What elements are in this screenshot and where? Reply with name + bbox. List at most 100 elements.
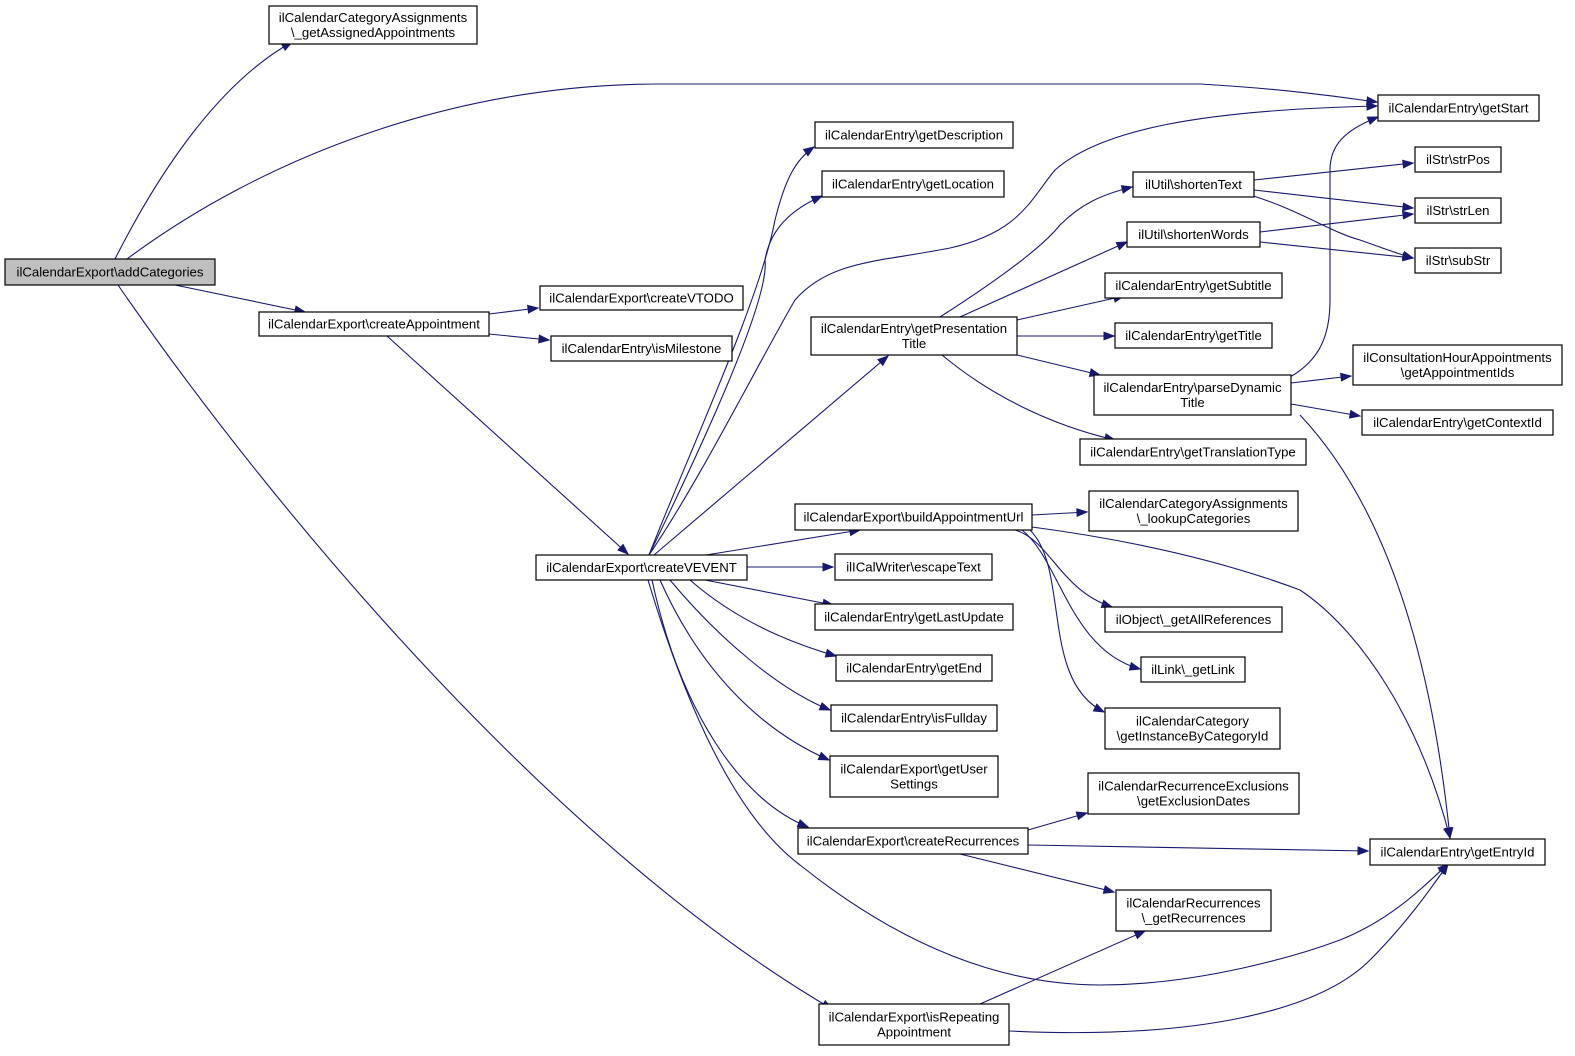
node-label: ilCalendarExport\buildAppointmentUrl [804,510,1024,525]
node-label: ilCalendarEntry\isFullday [841,711,987,726]
arrowhead [1128,661,1142,671]
edge-line [979,930,1146,1005]
node-label: ilCalendarCategory [1136,714,1249,729]
arrowhead [617,543,630,555]
node-getRecurrences[interactable]: ilCalendarRecurrences\_getRecurrences [1115,889,1272,932]
edge-line [648,146,815,556]
node-getContextId[interactable]: ilCalendarEntry\getContextId [1361,409,1554,436]
node-box [797,827,1029,855]
edge-line [1029,529,1105,713]
edge-line [1027,844,1369,852]
node-subStr[interactable]: ilStr\subStr [1414,247,1502,274]
node-getAppointmentIds[interactable]: ilConsultationHourAppointments\getAppoin… [1352,344,1563,386]
edge-line [659,579,830,761]
node-lookupCategories[interactable]: ilCalendarCategoryAssignments\_lookupCat… [1088,490,1299,532]
node-strLen[interactable]: ilStr\strLen [1414,197,1502,224]
node-addCategories[interactable]: ilCalendarExport\addCategories [4,258,216,286]
node-label: Appointment [877,1025,951,1040]
edge-line [705,529,861,556]
arrowhead [1357,846,1370,856]
node-box [1104,707,1281,750]
arrowhead [1076,508,1089,518]
edge-line [653,355,889,556]
node-getAllReferences[interactable]: ilObject\_getAllReferences [1104,606,1283,633]
node-box [818,1003,1010,1046]
node-isMilestone[interactable]: ilCalendarEntry\isMilestone [550,335,733,362]
node-getExclusionDates[interactable]: ilCalendarRecurrenceExclusions\getExclus… [1087,772,1300,815]
arrowhead [1366,116,1380,126]
node-createVEVENT[interactable]: ilCalendarExport\createVEVENT [535,554,748,581]
node-shortenText[interactable]: ilUtil\shortenText [1132,171,1255,198]
arrowhead [810,195,824,205]
edge-line [1249,194,1414,259]
arrowhead [1120,185,1134,194]
edge-line [669,579,831,711]
edge-line [648,105,1378,556]
arrowhead [877,355,890,367]
node-createRecurrences[interactable]: ilCalendarExport\createRecurrences [797,827,1029,855]
arrowhead [538,334,551,344]
node-label: ilCalendarExport\createVEVENT [546,560,737,575]
node-label: ilCalendarEntry\getEnd [846,661,982,676]
node-buildAppointmentUrl[interactable]: ilCalendarExport\buildAppointmentUrl [794,503,1033,531]
edge-shortenWords-to-strLen [1259,210,1415,233]
node-getStart[interactable]: ilCalendarEntry\getStart [1377,94,1540,122]
node-getEnd[interactable]: ilCalendarEntry\getEnd [835,654,993,682]
edge-addCategories-to-isRepeatingAppointment [117,284,834,1010]
node-box [835,654,993,682]
node-box [1414,146,1502,173]
node-getLink[interactable]: ilLink\_getLink [1140,656,1246,683]
edge-parseDynamicTitle-to-getContextId [1290,403,1362,419]
edge-createVEVENT-to-isFullday [669,579,832,711]
node-box [550,335,733,362]
node-label: Settings [890,777,938,792]
edge-line [1031,526,1451,839]
node-box [821,170,1005,198]
arrowhead [1340,372,1353,382]
edge-createVEVENT-to-getStart [648,101,1379,556]
node-box [1361,409,1554,436]
node-label: ilCalendarExport\createVTODO [549,291,733,306]
arrowhead [1402,210,1415,220]
node-box [1087,772,1300,815]
node-getInstanceByCategoryId[interactable]: ilCalendarCategory\getInstanceByCategory… [1104,707,1281,750]
edge-line [651,579,809,828]
node-getLocation[interactable]: ilCalendarEntry\getLocation [821,170,1005,198]
node-label: ilCalendarEntry\getTranslationType [1090,445,1296,460]
node-getSubtitle[interactable]: ilCalendarEntry\getSubtitle [1104,272,1283,299]
arrowhead [1133,930,1147,940]
edge-createVEVENT-to-getPresentationTitle [653,355,890,556]
node-isFullday[interactable]: ilCalendarEntry\isFullday [830,704,998,732]
node-getEntryId[interactable]: ilCalendarEntry\getEntryId [1369,838,1546,866]
node-getTitle[interactable]: ilCalendarEntry\getTitle [1114,322,1273,349]
edge-createVEVENT-to-escapeText [747,562,835,572]
arrowhead [1366,101,1379,111]
node-createVTODO[interactable]: ilCalendarExport\createVTODO [539,285,744,311]
node-getLastUpdate[interactable]: ilCalendarEntry\getLastUpdate [814,603,1014,631]
call-edges [114,41,1454,1034]
node-getTranslationType[interactable]: ilCalendarEntry\getTranslationType [1079,438,1307,466]
node-label: Title [1180,395,1204,410]
node-box [794,503,1033,531]
node-escapeText[interactable]: ilICalWriter\escapeText [834,553,993,581]
edge-line [1253,189,1414,209]
node-box [1104,606,1283,633]
node-label: ilCalendarEntry\parseDynamic [1103,380,1282,395]
arrowhead [1402,159,1415,169]
node-createAppointment[interactable]: ilCalendarExport\createAppointment [258,311,490,337]
node-box [1088,490,1299,532]
edge-createVEVENT-to-getLastUpdate [704,579,835,608]
node-getDescription[interactable]: ilCalendarEntry\getDescription [814,121,1014,149]
arrowhead [822,562,835,572]
edge-createRecurrences-to-getRecurrences [959,853,1116,894]
node-getAssignedAppointments[interactable]: ilCalendarCategoryAssignments\_getAssign… [268,5,478,45]
node-strPos[interactable]: ilStr\strPos [1414,146,1502,173]
node-label: ilCalendarExport\getUser [840,762,988,777]
node-shortenWords[interactable]: ilUtil\shortenWords [1126,221,1261,248]
edge-line [648,195,823,556]
